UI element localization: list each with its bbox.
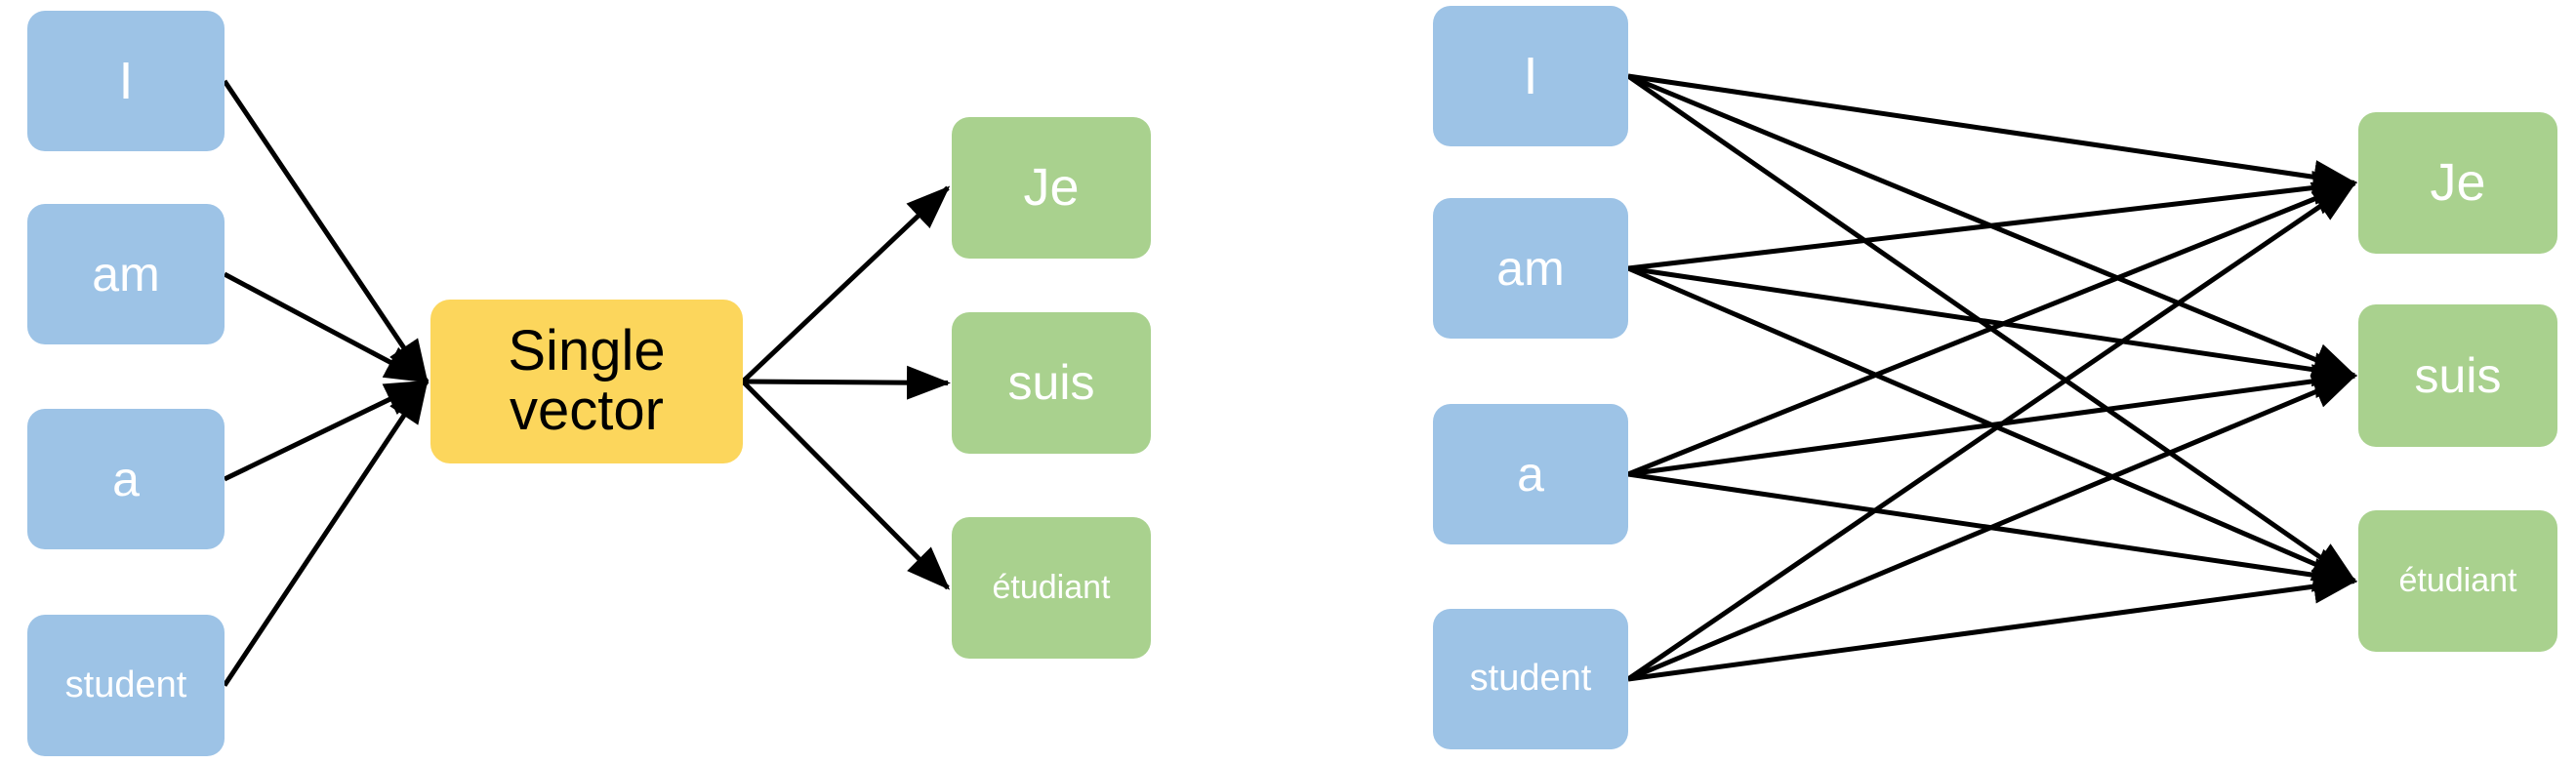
source-node-student[interactable]: student <box>1433 609 1628 749</box>
edge-single-vector-to-target <box>741 380 951 590</box>
edge-source-to-target <box>1627 181 2357 477</box>
edge-source-to-target <box>1627 373 2357 682</box>
edge-source-to-target <box>1627 73 2357 194</box>
edge-source-to-single-vector <box>223 271 429 384</box>
target-node-label: étudiant <box>2398 561 2517 599</box>
edge-source-to-target <box>1627 265 2357 583</box>
target-node-suis[interactable]: suis <box>2358 304 2557 447</box>
edge-source-to-target <box>1627 569 2357 682</box>
source-node-label: a <box>112 451 140 506</box>
source-node-am[interactable]: am <box>27 204 225 344</box>
source-node-label: am <box>92 246 160 302</box>
source-node-i[interactable]: I <box>27 11 225 151</box>
source-node-label: a <box>1517 446 1544 502</box>
target-node-je[interactable]: Je <box>952 117 1151 259</box>
source-node-a[interactable]: a <box>27 409 225 549</box>
target-node-label: Je <box>2430 153 2486 213</box>
source-node-label: am <box>1496 240 1565 296</box>
edge-source-to-target <box>1626 181 2357 682</box>
target-node-label: suis <box>2414 347 2502 403</box>
edge-source-to-target <box>1627 171 2357 271</box>
edge-source-to-target <box>1627 265 2357 387</box>
source-node-label: I <box>118 51 134 110</box>
target-node-label: suis <box>1007 355 1095 411</box>
edge-source-to-single-vector <box>222 79 429 384</box>
target-node-etudiant[interactable]: étudiant <box>952 517 1151 659</box>
target-node-suis[interactable]: suis <box>952 312 1151 454</box>
source-node-student[interactable]: student <box>27 615 225 756</box>
source-node-label: student <box>64 663 187 705</box>
single-vector-node[interactable]: Single vector <box>430 300 743 463</box>
target-node-label: étudiant <box>992 568 1111 606</box>
source-node-label: student <box>1469 658 1592 700</box>
source-node-a[interactable]: a <box>1433 404 1628 544</box>
edge-single-vector-to-target <box>742 365 951 400</box>
edge-source-to-target <box>1627 471 2357 592</box>
target-node-etudiant[interactable]: étudiant <box>2358 510 2557 652</box>
edge-single-vector-to-target <box>741 185 951 383</box>
edge-source-to-target <box>1627 73 2357 379</box>
edge-source-to-single-vector <box>223 379 429 482</box>
source-node-i[interactable]: I <box>1433 6 1628 146</box>
single-vector-label: Single vector <box>508 319 666 442</box>
edge-source-to-target <box>1626 73 2357 583</box>
source-node-label: I <box>1523 46 1538 105</box>
source-node-am[interactable]: am <box>1433 198 1628 339</box>
target-node-label: Je <box>1023 158 1080 218</box>
target-node-je[interactable]: Je <box>2358 112 2557 254</box>
edge-source-to-single-vector <box>222 379 429 687</box>
edge-source-to-target <box>1627 364 2357 477</box>
